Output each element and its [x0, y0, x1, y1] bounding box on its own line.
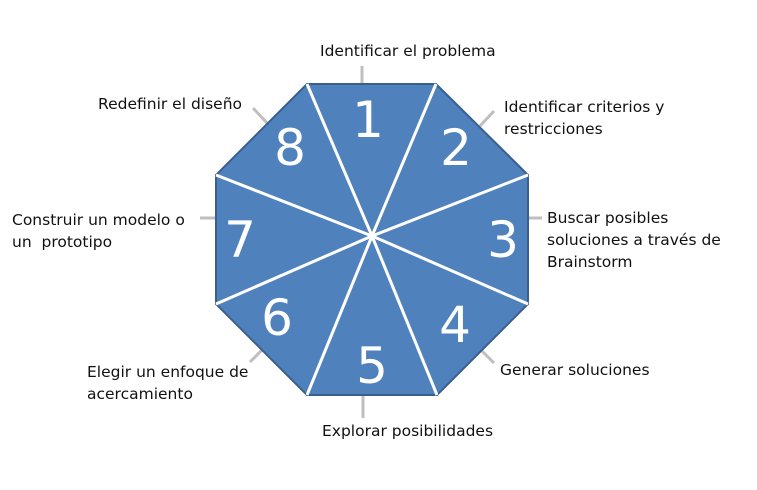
- label-step-7: Construir un modelo o un prototipo: [12, 211, 185, 251]
- wedge-divider: [371, 173, 529, 238]
- segment-number-6: 6: [261, 289, 293, 347]
- wedge-divider: [215, 234, 373, 306]
- label-step-4: Generar soluciones: [500, 361, 650, 379]
- label-step-8: Redefinir el diseño: [98, 95, 243, 113]
- segment-number-3: 3: [487, 211, 519, 269]
- label-step-1: Identificar el problema: [320, 42, 496, 60]
- label-step-5: Explorar posibilidades: [322, 422, 494, 440]
- segment-number-8: 8: [274, 119, 306, 177]
- wedge-divider: [215, 173, 373, 238]
- leader-line-8: [251, 106, 269, 125]
- wedge-divider: [305, 235, 374, 396]
- segment-number-5: 5: [356, 337, 388, 395]
- wedge-divider: [305, 83, 374, 237]
- leader-line-4: [480, 349, 496, 365]
- leader-line-6: [248, 348, 264, 364]
- segment-number-7: 7: [224, 211, 256, 269]
- label-step-3: Buscar posibles soluciones a través de B…: [547, 209, 721, 271]
- label-step-2: Identificar criterios y restricciones: [504, 98, 665, 138]
- leader-lines: [200, 66, 542, 418]
- segment-number-2: 2: [440, 119, 472, 177]
- wedge-divider: [370, 83, 438, 237]
- leader-line-2: [478, 109, 496, 128]
- segment-number-1: 1: [352, 91, 384, 149]
- label-step-6: Elegir un enfoque de acercamiento: [87, 363, 249, 403]
- wedge-divider: [371, 234, 529, 306]
- segment-number-4: 4: [439, 296, 471, 354]
- wedge-divider: [370, 235, 439, 396]
